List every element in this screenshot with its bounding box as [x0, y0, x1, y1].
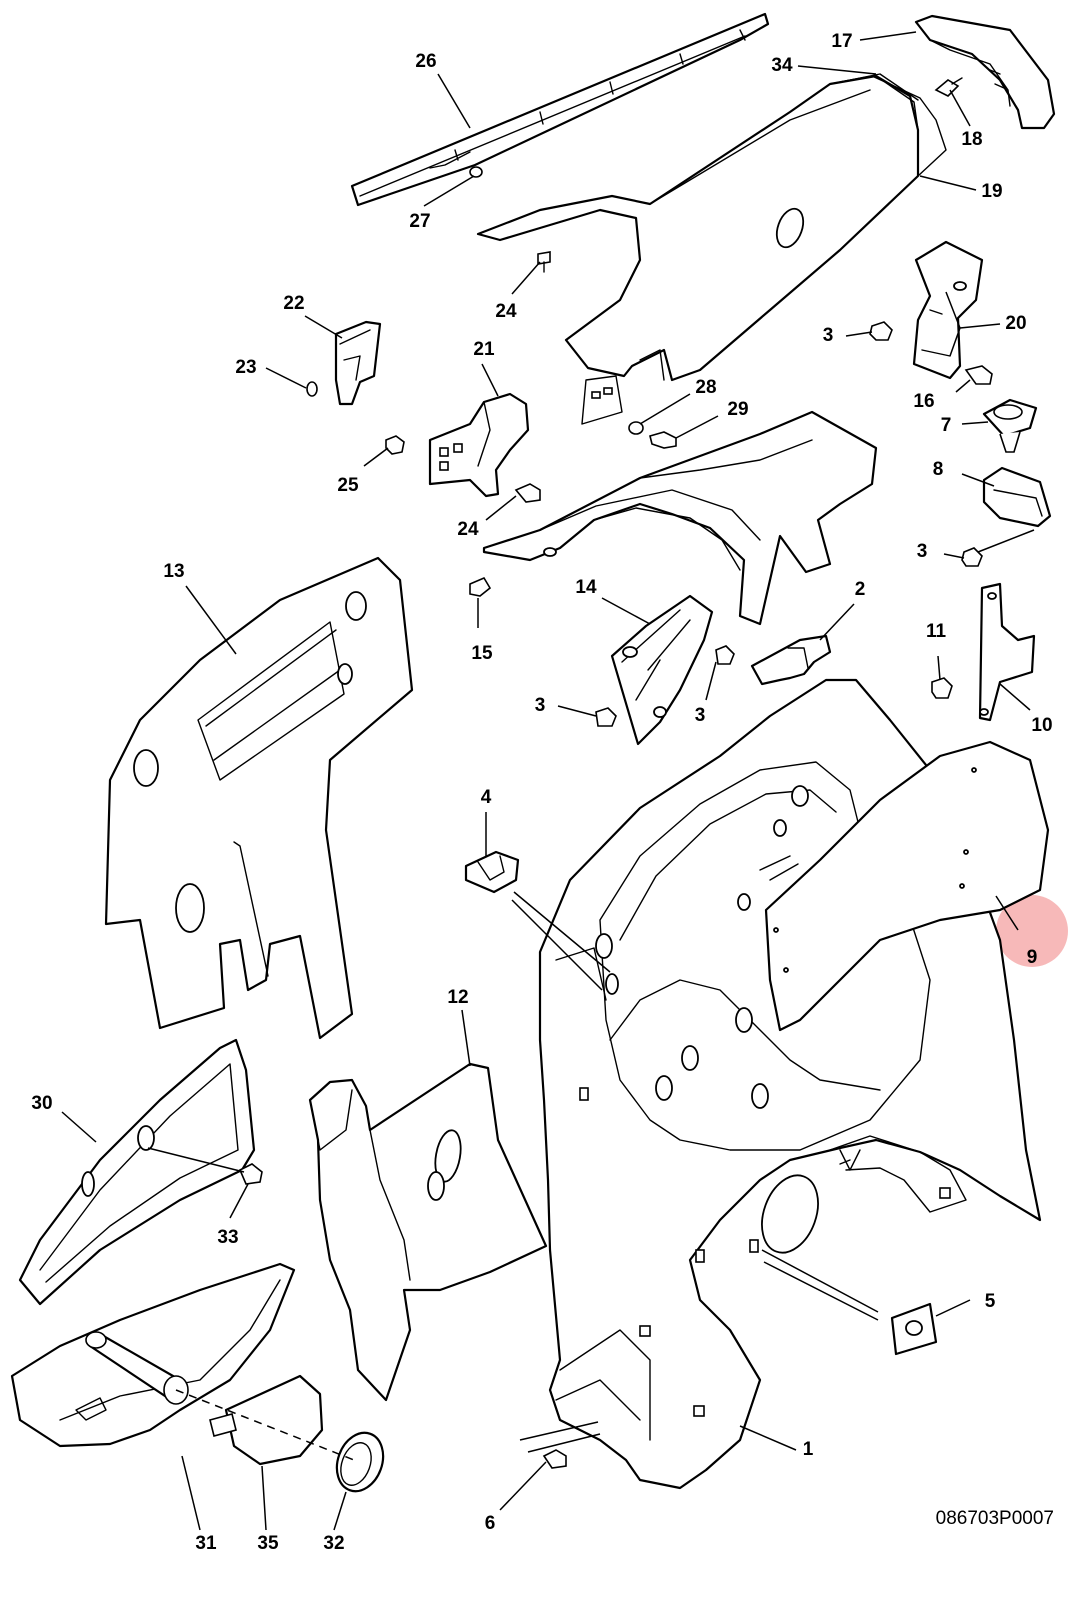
callout-5: 5	[985, 1291, 996, 1312]
part-26-rail	[350, 12, 770, 207]
callout-15: 15	[471, 643, 493, 664]
callout-34: 34	[771, 55, 793, 76]
cross-member	[482, 410, 878, 626]
callout-16: 16	[913, 391, 934, 412]
part-19-top-panel	[476, 74, 947, 425]
part-4-clip	[464, 850, 520, 894]
part-28-washer	[628, 421, 644, 435]
callout-23: 23	[235, 357, 256, 378]
callout-20: 20	[1005, 313, 1026, 334]
part-11-nut	[931, 677, 953, 699]
part-32-grommet	[335, 1431, 385, 1493]
callout-12: 12	[447, 987, 468, 1008]
callout-22: 22	[283, 293, 304, 314]
part-29-screw	[649, 431, 677, 449]
callout-9: 9	[1027, 947, 1038, 968]
callout-14: 14	[575, 577, 597, 598]
part-15-screw	[469, 576, 492, 597]
callout-2: 2	[855, 579, 866, 600]
callout-13: 13	[163, 561, 184, 582]
part-18-screw	[934, 77, 963, 97]
part-33-nut	[238, 1163, 263, 1185]
callout-27: 27	[409, 211, 430, 232]
part-21-bracket	[428, 392, 530, 498]
part-27-clip	[469, 166, 483, 178]
part-13-liner	[104, 556, 414, 1040]
callout-30: 30	[31, 1093, 52, 1114]
callout-26: 26	[415, 51, 436, 72]
callout-29: 29	[727, 399, 748, 420]
callout-18: 18	[961, 129, 982, 150]
callout-24-mid: 24	[457, 519, 479, 540]
reference-code: 086703P0007	[936, 1508, 1054, 1529]
part-6-screw	[542, 1449, 567, 1469]
part-9-cover	[764, 740, 1050, 1032]
callout-3-a: 3	[823, 325, 834, 346]
part-12-bracket	[308, 1062, 548, 1402]
callout-4: 4	[481, 787, 492, 808]
part-20-bracket	[912, 240, 984, 380]
callout-32: 32	[323, 1533, 344, 1554]
callout-3-d: 3	[695, 705, 706, 726]
callout-11: 11	[926, 621, 947, 642]
callout-labels: 26 27 17 34 18 19 24 22 23 21 28 29 20 3…	[31, 31, 1052, 1554]
part-31-tray	[10, 1262, 296, 1448]
part-5-clip	[890, 1302, 938, 1356]
callout-33: 33	[217, 1227, 238, 1248]
callout-3-c: 3	[535, 695, 546, 716]
part-8-clip	[982, 466, 1052, 528]
part-3-nut-d	[595, 707, 617, 727]
part-3-nut-b	[961, 547, 983, 567]
callout-3-b: 3	[917, 541, 928, 562]
callout-25: 25	[337, 475, 359, 496]
callout-1: 1	[803, 1439, 814, 1460]
callout-19: 19	[981, 181, 1002, 202]
part-23-washer	[306, 381, 318, 397]
part-2-bracket	[750, 634, 832, 686]
part-22-latch	[334, 320, 382, 406]
part-16-screw	[964, 365, 993, 385]
part-35-cover	[209, 1374, 324, 1466]
part-25-nut	[385, 435, 405, 455]
callout-21: 21	[473, 339, 495, 360]
part-10-strap	[978, 582, 1036, 722]
part-7-grommet	[982, 398, 1038, 453]
callout-31: 31	[195, 1533, 217, 1554]
part-24-screw-mid	[514, 483, 541, 503]
callout-35: 35	[257, 1533, 279, 1554]
callout-10: 10	[1031, 715, 1052, 736]
part-3-nut-a	[869, 321, 893, 341]
callout-24-top: 24	[495, 301, 517, 322]
callout-7: 7	[941, 415, 952, 436]
callout-6: 6	[485, 1513, 496, 1534]
callout-28: 28	[695, 377, 716, 398]
callout-8: 8	[933, 459, 944, 480]
leader-lines	[61, 31, 1035, 1531]
part-30-shelf	[18, 1038, 256, 1306]
item-9-highlight	[996, 895, 1068, 967]
part-14-pillar	[610, 594, 714, 746]
part-17-cap	[914, 14, 1056, 130]
part-34-seal	[839, 73, 919, 101]
part-24-screw-top	[537, 251, 551, 273]
callout-17: 17	[831, 31, 852, 52]
part-3-nut-c	[715, 645, 735, 665]
